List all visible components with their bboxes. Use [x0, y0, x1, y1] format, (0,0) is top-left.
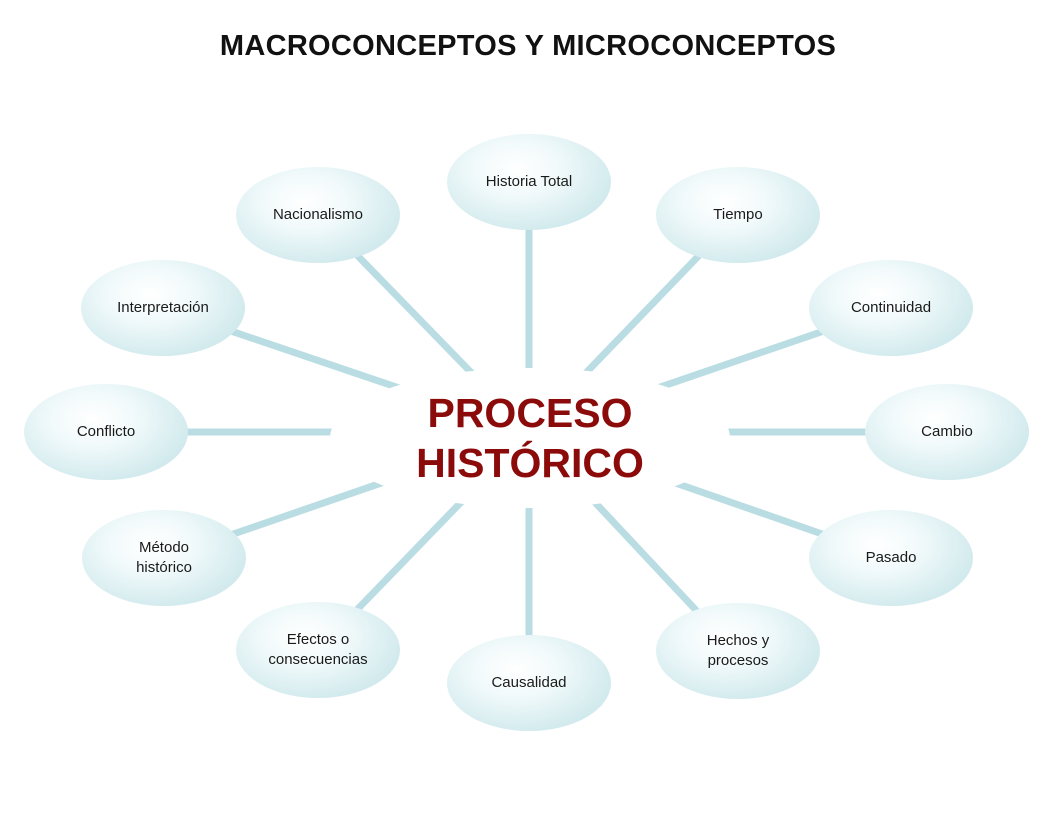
node-cambio: Cambio — [865, 384, 1029, 480]
diagram-title: MACROCONCEPTOS Y MICROCONCEPTOS — [219, 30, 837, 62]
node-tiempo: Tiempo — [656, 167, 820, 263]
node-efectos-o-consecuencias: Efectos o consecuencias — [236, 602, 400, 698]
node-causalidad: Causalidad — [447, 635, 611, 731]
node-continuidad: Continuidad — [809, 260, 973, 356]
central-concept: PROCESO HISTÓRICO — [330, 368, 730, 508]
node-historia-total: Historia Total — [447, 134, 611, 230]
node-metodo-historico: Método histórico — [82, 510, 246, 606]
node-nacionalismo: Nacionalismo — [236, 167, 400, 263]
node-pasado: Pasado — [809, 510, 973, 606]
node-hechos-y-procesos: Hechos y procesos — [656, 603, 820, 699]
node-interpretacion: Interpretación — [81, 260, 245, 356]
node-conflicto: Conflicto — [24, 384, 188, 480]
